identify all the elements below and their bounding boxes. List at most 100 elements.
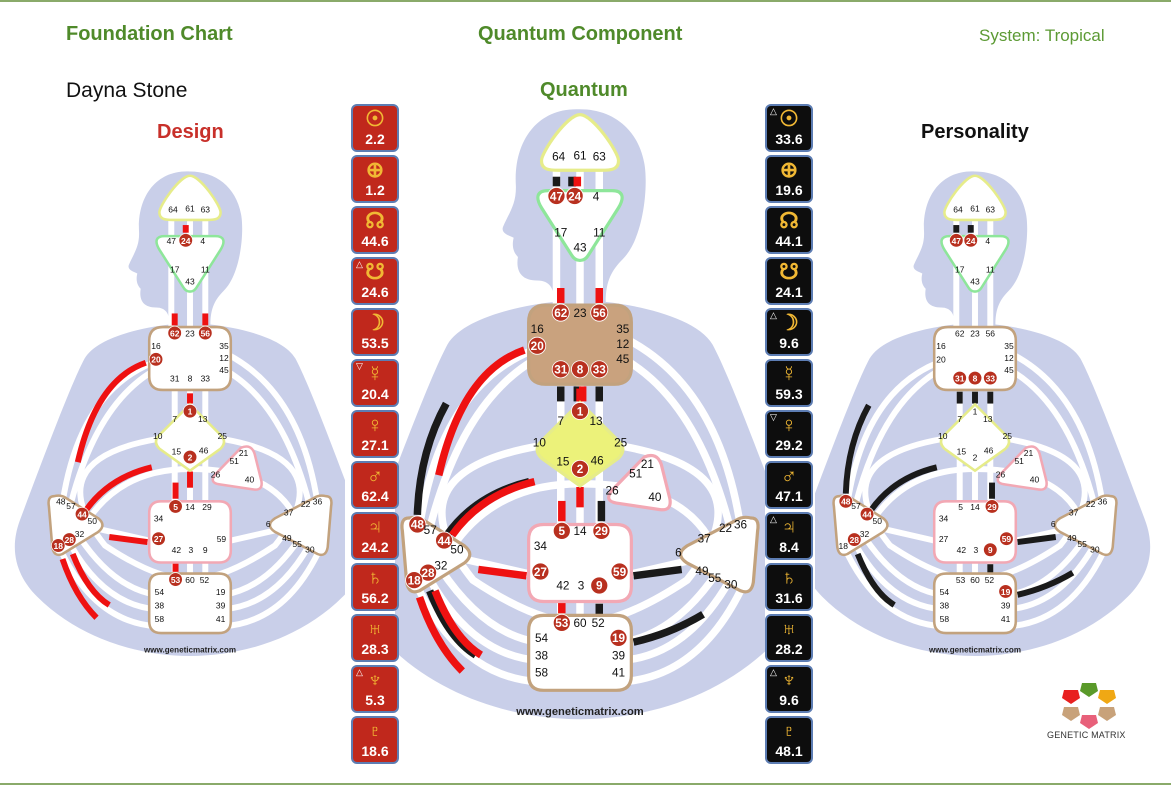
gate-53[interactable]: 53 [956,575,966,585]
gate-51[interactable]: 51 [629,467,642,480]
gate-26[interactable]: 26 [996,470,1006,480]
gate-46[interactable]: 46 [199,446,209,456]
design-planet-saturn[interactable]: ♄56.2 [351,563,399,611]
gate-64[interactable]: 64 [552,151,566,164]
gate-40[interactable]: 40 [245,475,255,485]
gate-26[interactable]: 26 [211,470,221,480]
gate-31[interactable]: 31 [952,370,967,386]
gate-53[interactable]: 53 [552,613,571,632]
gate-64[interactable]: 64 [168,204,178,214]
gate-50[interactable]: 50 [450,543,464,556]
gate-43[interactable]: 43 [970,277,980,287]
personality-planet-north-node[interactable]: ☊44.1 [765,206,813,254]
design-planet-south-node[interactable]: △☋24.6 [351,257,399,305]
gate-20[interactable]: 20 [936,355,946,365]
gate-37[interactable]: 37 [1069,508,1079,518]
gate-19[interactable]: 19 [216,587,226,597]
gate-56[interactable]: 56 [590,303,609,322]
gate-6[interactable]: 6 [675,547,682,560]
gate-61[interactable]: 61 [970,203,980,213]
gate-5[interactable]: 5 [552,521,571,540]
gate-11[interactable]: 11 [986,265,995,275]
gate-9[interactable]: 9 [983,542,998,557]
gate-5[interactable]: 5 [168,499,183,514]
gate-41[interactable]: 41 [216,614,226,624]
gate-10[interactable]: 10 [533,436,547,449]
gate-55[interactable]: 55 [708,572,722,585]
gate-18[interactable]: 18 [405,571,424,590]
gate-59[interactable]: 59 [217,534,227,544]
gate-44[interactable]: 44 [859,506,875,522]
center-g[interactable] [535,400,625,488]
center-root[interactable] [147,572,233,635]
gate-62[interactable]: 62 [167,325,182,341]
design-planet-mars[interactable]: ♂62.4 [351,461,399,509]
gate-34[interactable]: 34 [534,540,548,553]
gate-55[interactable]: 55 [1077,539,1087,549]
gate-63[interactable]: 63 [593,151,607,164]
gate-39[interactable]: 39 [612,649,625,662]
gate-16[interactable]: 16 [936,341,946,351]
gate-59[interactable]: 59 [999,531,1014,546]
gate-12[interactable]: 12 [616,338,629,351]
gate-48[interactable]: 48 [408,515,427,534]
gate-23[interactable]: 23 [573,307,587,320]
gate-46[interactable]: 46 [591,455,605,468]
gate-32[interactable]: 32 [75,529,85,539]
center-root[interactable] [932,572,1018,635]
gate-63[interactable]: 63 [986,204,996,214]
gate-45[interactable]: 45 [219,365,229,375]
gate-38[interactable]: 38 [155,600,165,610]
gate-31[interactable]: 31 [551,360,570,379]
gate-41[interactable]: 41 [1001,614,1011,624]
gate-22[interactable]: 22 [719,522,732,535]
gate-4[interactable]: 4 [985,236,990,246]
center-root[interactable] [527,613,633,692]
gate-4[interactable]: 4 [593,190,600,203]
gate-10[interactable]: 10 [938,431,948,441]
gate-1[interactable]: 1 [182,404,198,419]
gate-27[interactable]: 27 [151,531,166,546]
gate-16[interactable]: 16 [151,341,161,351]
gate-25[interactable]: 25 [614,436,628,449]
gate-40[interactable]: 40 [1030,475,1040,485]
gate-47[interactable]: 47 [547,186,566,205]
gate-49[interactable]: 49 [1067,533,1077,543]
gate-39[interactable]: 39 [216,600,226,610]
gate-58[interactable]: 58 [535,666,549,679]
gate-25[interactable]: 25 [1003,431,1013,441]
gate-11[interactable]: 11 [593,227,605,240]
personality-planet-saturn[interactable]: ♄31.6 [765,563,813,611]
center-solar-plexus[interactable] [1053,494,1118,557]
gate-32[interactable]: 32 [860,529,870,539]
gate-50[interactable]: 50 [88,516,98,526]
gate-44[interactable]: 44 [435,531,454,550]
center-g[interactable] [154,402,226,473]
gate-64[interactable]: 64 [953,204,963,214]
gate-61[interactable]: 61 [185,203,195,213]
center-sacral[interactable] [147,500,233,564]
gate-60[interactable]: 60 [573,617,587,630]
gate-35[interactable]: 35 [616,323,630,336]
personality-planet-mercury[interactable]: ☿59.3 [765,359,813,407]
gate-29[interactable]: 29 [592,521,611,540]
center-ego[interactable] [996,445,1048,491]
gate-19[interactable]: 19 [609,628,628,647]
gate-43[interactable]: 43 [185,277,195,287]
gate-36[interactable]: 36 [734,519,748,532]
gate-40[interactable]: 40 [648,491,662,504]
design-planet-uranus[interactable]: ♅28.3 [351,614,399,662]
center-ego[interactable] [211,445,263,491]
gate-26[interactable]: 26 [606,485,620,498]
gate-63[interactable]: 63 [201,204,211,214]
gate-56[interactable]: 56 [198,325,213,341]
gate-13[interactable]: 13 [983,414,993,424]
gate-54[interactable]: 54 [155,587,165,597]
center-throat[interactable] [147,325,233,392]
gate-35[interactable]: 35 [1004,341,1014,351]
gate-35[interactable]: 35 [219,341,229,351]
personality-planet-moon[interactable]: △☽9.6 [765,308,813,356]
gate-24[interactable]: 24 [963,233,978,248]
gate-48[interactable]: 48 [838,494,853,509]
gate-52[interactable]: 52 [985,575,995,585]
